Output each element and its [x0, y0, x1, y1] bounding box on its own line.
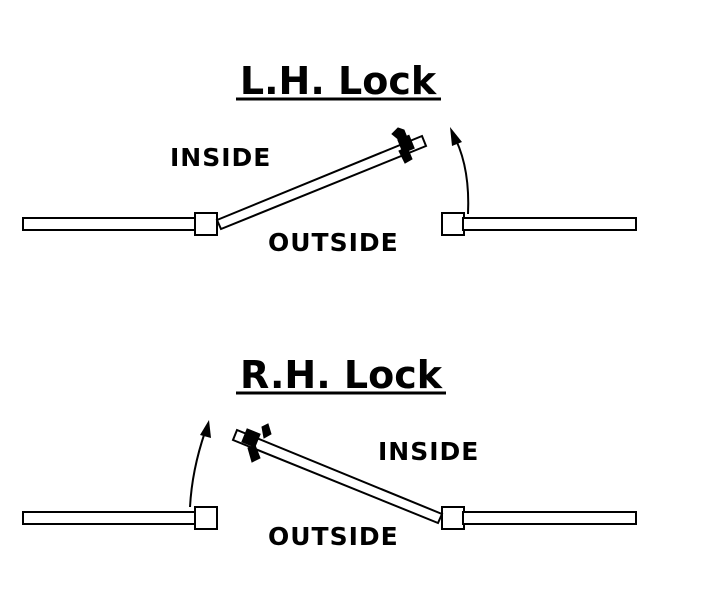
lh-hinge-jamb	[194, 212, 218, 236]
lh-inside-label: INSIDE	[170, 143, 271, 172]
rh-door-leaf	[231, 428, 444, 525]
lh-lock-title: L.H. Lock	[240, 59, 437, 103]
lh-lock-diagram: L.H. Lock INSIDE OUTSIDE	[22, 59, 637, 257]
rh-left-wall	[22, 511, 197, 525]
rh-lever-inside	[261, 423, 272, 439]
rh-swing-arrow	[189, 431, 206, 508]
lh-lock-body	[397, 134, 415, 154]
rh-lock-title: R.H. Lock	[240, 353, 443, 397]
rh-lock-body	[241, 428, 261, 448]
rh-outside-label: OUTSIDE	[268, 522, 399, 551]
lh-swing-arrow	[455, 139, 470, 215]
lh-swing-arrow-head	[450, 127, 462, 146]
rh-hinge-jamb	[441, 506, 465, 530]
rh-right-wall	[462, 511, 637, 525]
rh-lock-diagram: R.H. Lock INSIDE OUTSIDE	[22, 353, 637, 551]
lh-strike-jamb	[441, 212, 465, 236]
lh-left-wall	[22, 217, 197, 231]
rh-swing-arrow-head	[200, 420, 211, 438]
lh-right-wall	[462, 217, 637, 231]
rh-strike-jamb	[194, 506, 218, 530]
lh-door-leaf	[215, 134, 428, 231]
rh-inside-label: INSIDE	[378, 437, 479, 466]
lh-outside-label: OUTSIDE	[268, 228, 399, 257]
